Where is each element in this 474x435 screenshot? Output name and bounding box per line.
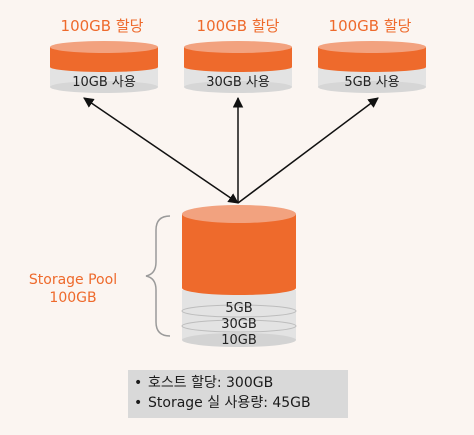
disk-2-used-label: 30GB 사용 (206, 75, 270, 90)
summary-item-storage: • Storage 실 사용량: 45GB (134, 393, 348, 413)
connection-arrows (83, 96, 379, 204)
summary-box: • 호스트 할당: 300GB • Storage 실 사용량: 45GB (128, 370, 348, 418)
summary-host-text: 호스트 할당: 300GB (148, 375, 274, 391)
disk-3-used-label: 5GB 사용 (344, 75, 399, 90)
arrow-to-disk-3 (237, 97, 379, 204)
pool-label-line2: 100GB (49, 290, 96, 306)
allocated-disk-1: 100GB 할당 10GB 사용 (50, 17, 158, 93)
allocated-disk-3: 100GB 할당 5GB 사용 (318, 17, 426, 93)
storage-pool-cylinder: 5GB 30GB 10GB (181, 205, 297, 348)
pool-label-line1: Storage Pool (29, 272, 117, 288)
pool-segment-3: 10GB (221, 333, 257, 348)
bullet-icon: • (134, 395, 143, 411)
summary-storage-text: Storage 실 사용량: 45GB (148, 395, 311, 411)
disk-2-allocated-label: 100GB 할당 (197, 17, 280, 35)
disk-1-allocated-label: 100GB 할당 (61, 17, 144, 35)
arrow-to-disk-1 (83, 97, 239, 204)
pool-segment-1: 5GB (225, 301, 252, 316)
pool-brace (145, 215, 171, 337)
pool-segment-2: 30GB (221, 317, 257, 332)
allocated-disk-2: 100GB 할당 30GB 사용 (184, 17, 292, 93)
disk-3-allocated-label: 100GB 할당 (329, 17, 412, 35)
bullet-icon: • (134, 375, 143, 391)
summary-item-host: • 호스트 할당: 300GB (134, 373, 348, 393)
disk-1-used-label: 10GB 사용 (72, 75, 136, 90)
